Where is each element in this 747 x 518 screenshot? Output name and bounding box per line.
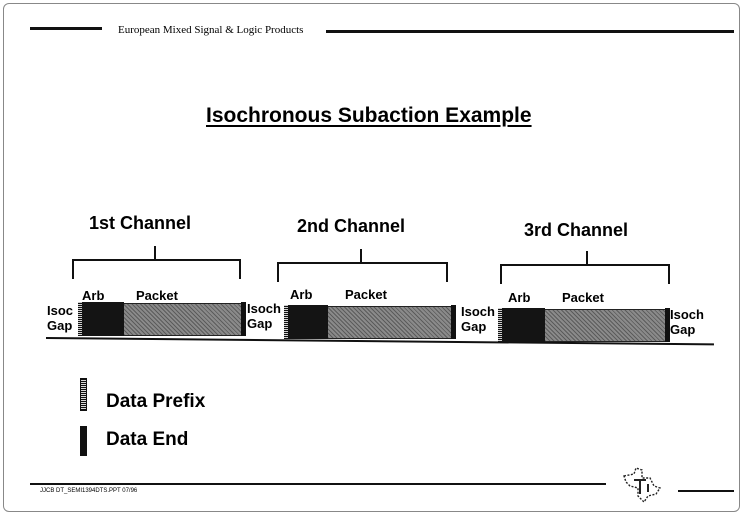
- gap-4-line1: Isoch: [670, 307, 704, 322]
- channel-1-packet-label: Packet: [136, 288, 178, 303]
- legend-data-prefix-swatch: [80, 378, 87, 411]
- legend-data-prefix-label: Data Prefix: [106, 391, 206, 412]
- bracket-2-stem: [360, 249, 362, 262]
- gap-2-line2: Gap: [247, 316, 273, 331]
- channel-2-arb-label: Arb: [290, 287, 313, 302]
- gap-4-line2: Gap: [670, 322, 696, 337]
- channel-3-packet-block: [545, 309, 665, 342]
- channel-3-data-prefix: [498, 308, 502, 342]
- channel-2-data-end: [451, 305, 456, 339]
- channel-2-bracket: [277, 262, 448, 282]
- bracket-1-stem: [154, 246, 156, 259]
- gap-4-label: Isoch Gap: [670, 307, 704, 337]
- gap-1-line2: Gap: [47, 318, 73, 333]
- legend-data-end-swatch: [80, 426, 87, 456]
- gap-2-label: Isoch Gap: [247, 301, 281, 331]
- gap-3-label: Isoch Gap: [461, 304, 495, 334]
- header-company: European Mixed Signal & Logic Products: [118, 24, 304, 36]
- slide-title: Isochronous Subaction Example: [206, 104, 532, 127]
- gap-2-line1: Isoch: [247, 301, 281, 316]
- channel-1-packet-block: [124, 303, 241, 336]
- header-rule-right: [326, 30, 734, 33]
- footer-code: JJCB DT_SEMI1394DTS.PPT 07/96: [40, 488, 138, 494]
- channel-1-data-end: [241, 302, 246, 336]
- bracket-3-stem: [586, 251, 588, 264]
- channel-2-arb-block: [288, 305, 328, 339]
- header-rule-left: [30, 27, 102, 30]
- gap-1-label: Isoc Gap: [47, 303, 73, 333]
- channel-3-label: 3rd Channel: [524, 220, 629, 240]
- gap-3-line2: Gap: [461, 319, 487, 334]
- channel-1-data-prefix: [78, 302, 82, 336]
- footer-rule-right: [678, 490, 734, 492]
- channel-2-label: 2nd Channel: [297, 216, 406, 236]
- texas-instruments-logo-icon: [623, 467, 662, 504]
- slide-frame: [3, 3, 740, 512]
- channel-3-packet-label: Packet: [562, 290, 604, 305]
- channel-3-bracket: [500, 264, 670, 284]
- legend-data-end-label: Data End: [106, 429, 189, 450]
- channel-3-data-end: [665, 308, 670, 342]
- channel-2-packet-label: Packet: [345, 287, 387, 302]
- channel-3-arb-label: Arb: [508, 290, 531, 305]
- gap-1-line1: Isoc: [47, 303, 74, 318]
- channel-1-arb-label: Arb: [82, 288, 105, 303]
- gap-3-line1: Isoch: [461, 304, 495, 319]
- channel-2-data-prefix: [284, 305, 288, 339]
- channel-2-packet-block: [328, 306, 451, 339]
- channel-3-arb-block: [502, 308, 545, 342]
- channel-1-label: 1st Channel: [89, 213, 192, 233]
- channel-1-arb-block: [82, 302, 124, 336]
- footer-rule-left: [30, 483, 606, 485]
- channel-1-bracket: [72, 259, 241, 279]
